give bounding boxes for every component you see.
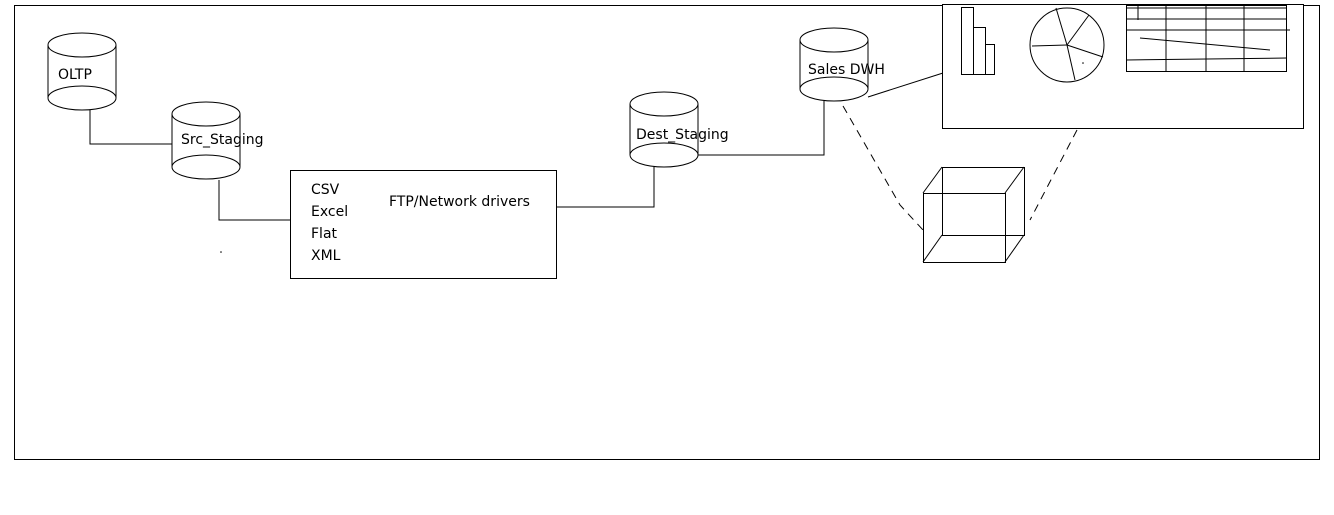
bar-chart-icon: [961, 7, 995, 75]
format-excel: Excel: [311, 204, 348, 220]
oltp-label: OLTP: [58, 67, 92, 83]
sales-dwh-database: Sales DWH: [799, 27, 885, 102]
canvas-frame: [14, 5, 1320, 460]
table-grid-icon: [1125, 5, 1290, 72]
pie-chart-icon: [1029, 7, 1105, 83]
dashed-connector-sales-dwh-cube: [842, 105, 924, 231]
connector-src-staging-transfer: [218, 180, 290, 221]
format-xml: XML: [311, 248, 341, 264]
transfer-box: CSV Excel Flat XML FTP/Network drivers: [290, 170, 557, 279]
connector-sales-dwh-reports: [867, 72, 944, 98]
format-csv: CSV: [311, 182, 340, 198]
reports-panel: [942, 4, 1304, 129]
src-staging-label: Src_Staging: [181, 132, 264, 148]
src-staging-database: Src_Staging: [171, 101, 264, 180]
olap-cube-icon: [922, 166, 1025, 263]
transfer-method-label: FTP/Network drivers: [389, 194, 530, 210]
dest-staging-database: Dest_Staging: [629, 91, 729, 168]
dest-staging-label: Dest_Staging: [636, 127, 729, 143]
oltp-database: OLTP: [47, 32, 117, 111]
connector-dest-staging-sales-dwh: [698, 101, 825, 156]
stray-dot: [220, 251, 222, 253]
format-flat: Flat: [311, 226, 338, 242]
sales-dwh-label: Sales DWH: [808, 62, 885, 78]
connector-oltp-src-staging: [89, 100, 172, 145]
dashed-connector-reports-cube: [1029, 129, 1078, 221]
connector-transfer-dest-staging: [556, 167, 655, 208]
